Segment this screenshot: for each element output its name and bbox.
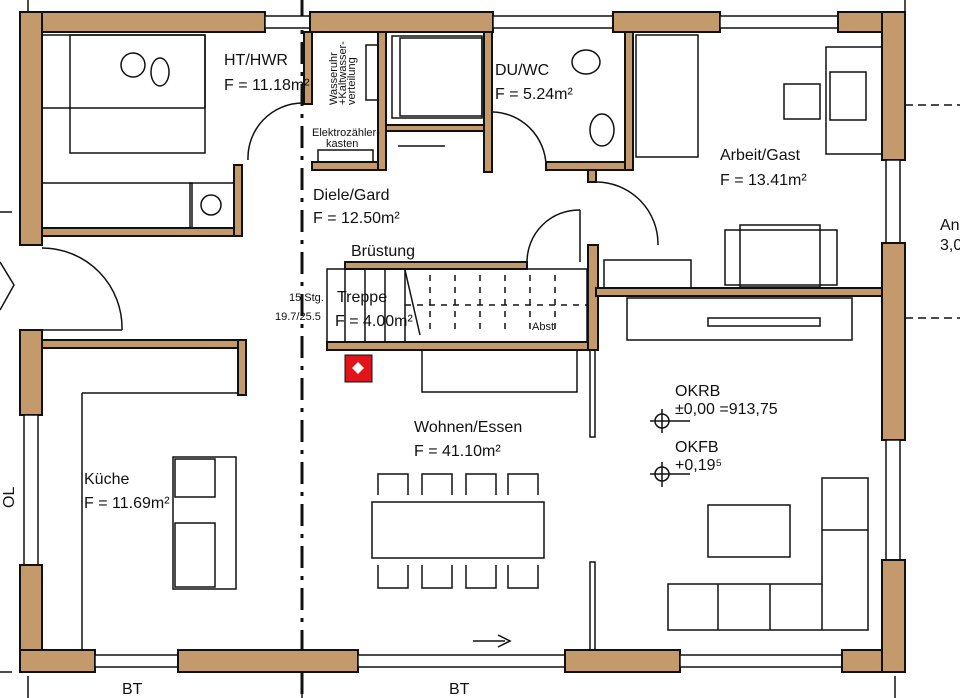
landing-label: Abst	[532, 321, 554, 333]
room-area-kueche: F = 11.69m²	[84, 495, 170, 512]
room-name-treppe: Treppe	[337, 289, 387, 306]
room-area-ht-hwr: F = 11.18m²	[224, 77, 310, 94]
room-name-ht-hwr: HT/HWR	[224, 52, 288, 69]
water-label-2: +Kaltwasser-	[337, 41, 349, 105]
elevation-symbols	[650, 409, 690, 487]
room-area-treppe: F = 4.00m²	[335, 313, 413, 330]
okrb-value: ±0,00 =913,75	[675, 401, 778, 418]
room-area-du-wc: F = 5.24m²	[495, 86, 573, 103]
room-area-diele: F = 12.50m²	[313, 210, 400, 227]
room-name-wohnen: Wohnen/Essen	[414, 419, 522, 436]
dimension-label-bt-1: BT	[122, 681, 143, 698]
marker-diamond-icon	[352, 362, 364, 374]
outer-walls	[19, 11, 906, 673]
dimension-label-bt-2: BT	[449, 681, 470, 698]
room-name-diele: Diele/Gard	[313, 187, 389, 204]
bruestung-label: Brüstung	[351, 243, 415, 260]
room-name-du-wc: DU/WC	[495, 62, 549, 79]
door-swings	[0, 102, 659, 331]
room-area-arbeit-gast: F = 13.41m²	[720, 172, 807, 189]
side-label-2: 3,0	[940, 237, 960, 254]
side-label-ol: OL	[1, 487, 18, 508]
okfb-value: +0,19⁵	[675, 457, 722, 474]
water-label-3: verteilung	[346, 57, 358, 105]
room-name-arbeit-gast: Arbeit/Gast	[720, 147, 801, 164]
furniture	[41, 34, 883, 650]
room-labels: HT/HWR F = 11.18m² DU/WC F = 5.24m² Arbe…	[84, 52, 807, 512]
water-label-1: Wasseruhr	[328, 52, 340, 105]
room-area-wohnen: F = 41.10m²	[414, 443, 501, 460]
stairs-ratio-label: 19.7/25.5	[275, 311, 321, 323]
meter-box-label-1: Elektrozähler-	[312, 127, 380, 139]
interior-walls	[41, 31, 883, 651]
okfb-label: OKFB	[675, 439, 719, 456]
annotations: Brüstung 15 Stg. 19.7/25.5 Abst Elektroz…	[1, 41, 960, 698]
staircase	[326, 268, 588, 343]
meter-box-label-2: kasten	[326, 138, 358, 150]
okrb-label: OKRB	[675, 383, 720, 400]
room-name-kueche: Küche	[84, 471, 129, 488]
stairs-steps-label: 15 Stg.	[289, 292, 324, 304]
side-label-1: An	[940, 217, 960, 234]
